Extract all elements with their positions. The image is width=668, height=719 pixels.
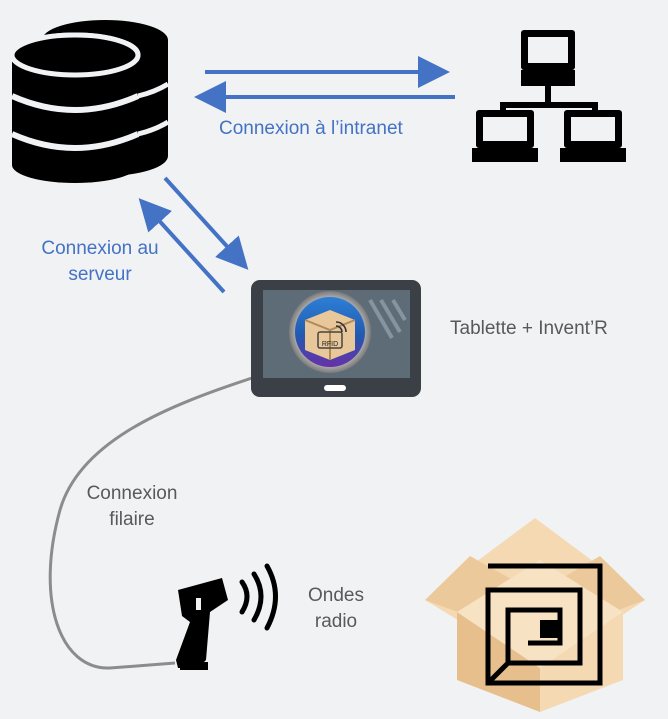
radio-waves-icon: [239, 563, 278, 631]
server-label-line1: Connexion au: [41, 238, 159, 259]
radio-label-line1: Ondes: [308, 585, 364, 606]
intranet-connection-label: Connexion à l’intranet: [219, 118, 403, 139]
tablet-label: Tablette + Invent’R: [450, 318, 608, 339]
intranet-arrows: [194, 56, 455, 113]
barcode-scanner-icon: [176, 578, 228, 670]
server-label-line2: serveur: [68, 264, 132, 285]
radio-label-line2: radio: [314, 611, 358, 632]
radio-waves-label: Ondes radio: [296, 583, 376, 635]
screen-glare-icon: [368, 298, 407, 340]
server-arrows: [138, 176, 249, 294]
wired-cable: [48, 376, 253, 670]
database-icon: [9, 20, 170, 183]
network-computers-icon: [472, 30, 626, 162]
tablet-icon: RFID: [251, 280, 421, 397]
app-badge-text: RFID: [322, 341, 338, 348]
wired-label-line1: Connexion: [86, 483, 178, 504]
rfid-box-icon: [425, 518, 645, 712]
invent-r-app-icon: RFID: [289, 291, 371, 373]
wired-label-line2: filaire: [109, 509, 155, 530]
server-connection-label: Connexion au serveur: [20, 236, 180, 288]
wired-connection-label: Connexion filaire: [72, 481, 192, 533]
